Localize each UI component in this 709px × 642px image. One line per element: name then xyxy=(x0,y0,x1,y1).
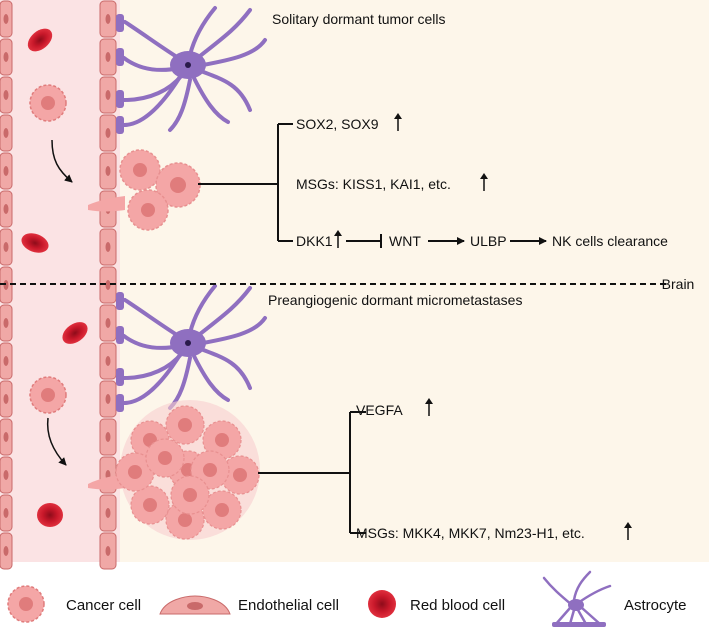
up-arrow-icon xyxy=(334,230,342,248)
up-arrow-icon xyxy=(394,113,402,131)
endothelial-nucleus xyxy=(3,128,9,138)
vessel-wall-left xyxy=(0,0,13,570)
endothelial-nucleus xyxy=(105,128,111,138)
cancer-cell-nucleus xyxy=(215,503,229,517)
cancer-cell-nucleus xyxy=(203,463,217,477)
cancer-cell-nucleus xyxy=(183,488,197,502)
top-branch-1-label: SOX2, SOX9 xyxy=(296,116,379,132)
endothelial-nucleus xyxy=(105,52,111,62)
endothelial-nucleus xyxy=(3,508,9,518)
endothelial-nucleus xyxy=(3,242,9,252)
endothelial-nucleus xyxy=(105,394,111,404)
endothelial-cell-icon xyxy=(159,595,231,615)
pathway-wnt: WNT xyxy=(389,233,421,249)
cancer-cell-nucleus xyxy=(128,465,142,479)
endothelial-nucleus xyxy=(3,204,9,214)
endothelial-nucleus xyxy=(105,14,111,24)
endothelial-nucleus xyxy=(3,394,9,404)
endothelial-nucleus xyxy=(3,166,9,176)
endothelial-nucleus xyxy=(3,432,9,442)
endothelial-nucleus xyxy=(105,356,111,366)
endothelial-nucleus xyxy=(105,432,111,442)
legend: Cancer cell Endothelial cell Red blood c… xyxy=(7,570,687,627)
pathway-ulbp: ULBP xyxy=(470,233,507,249)
cancer-cell-nucleus xyxy=(178,418,192,432)
cancer-cell-nucleus xyxy=(215,433,229,447)
bottom-branch-1-label: VEGFA xyxy=(356,402,403,418)
cancer-cell-nucleus xyxy=(178,513,192,527)
cancer-cell-nucleus xyxy=(143,498,157,512)
migration-arrow-top xyxy=(51,139,73,183)
pathway-dkk1: DKK1 xyxy=(296,233,333,249)
legend-label-astrocyte: Astrocyte xyxy=(624,597,687,614)
endothelial-nucleus xyxy=(3,318,9,328)
cancer-cell-nucleus xyxy=(158,451,172,465)
circulating-cancer-cells xyxy=(29,84,67,414)
endothelial-nucleus xyxy=(105,546,111,556)
astrocyte-bottom xyxy=(122,284,267,410)
brain-label: Brain xyxy=(662,276,695,292)
top-branch-2-label: MSGs: KISS1, KAI1, etc. xyxy=(296,176,451,192)
cancer-cell-icon xyxy=(7,585,45,623)
endothelial-nucleus xyxy=(3,356,9,366)
endothelial-nucleus xyxy=(105,242,111,252)
cancer-cell-nucleus xyxy=(233,468,247,482)
astrocyte-endfeet-bottom xyxy=(116,292,124,412)
endothelial-nucleus xyxy=(3,546,9,556)
astrocyte-top xyxy=(122,6,267,132)
up-arrow-icon xyxy=(425,398,433,416)
endothelial-nucleus xyxy=(3,470,9,480)
endothelial-nucleus xyxy=(3,14,9,24)
bottom-branch-2-label: MSGs: MKK4, MKK7, Nm23-H1, etc. xyxy=(356,525,585,541)
top-panel-title: Solitary dormant tumor cells xyxy=(272,11,446,27)
endothelial-nucleus xyxy=(105,90,111,100)
legend-label-cancer-cell: Cancer cell xyxy=(66,597,141,614)
bottom-panel-connectors xyxy=(258,411,366,534)
endothelial-nucleus xyxy=(105,318,111,328)
migration-arrow-bottom xyxy=(46,417,67,466)
astrocyte-icon xyxy=(542,570,612,627)
legend-label-red-blood-cell: Red blood cell xyxy=(410,597,505,614)
astrocyte-endfeet-top xyxy=(116,14,124,134)
red-blood-cells xyxy=(21,28,88,527)
red-blood-cell-icon xyxy=(368,590,396,618)
endothelial-nucleus xyxy=(105,280,111,290)
bottom-panel-title: Preangiogenic dormant micrometastases xyxy=(268,292,522,308)
micrometastasis-cells xyxy=(115,405,260,540)
endothelial-nucleus xyxy=(105,508,111,518)
inhibition-arrow xyxy=(346,234,382,248)
endothelial-nucleus xyxy=(3,90,9,100)
top-panel-connectors xyxy=(198,123,293,242)
endothelial-nucleus xyxy=(105,166,111,176)
legend-label-endothelial-cell: Endothelial cell xyxy=(238,597,339,614)
pathway-nk-clearance: NK cells clearance xyxy=(552,233,668,249)
up-arrow-icon xyxy=(480,173,488,191)
endothelial-nucleus xyxy=(3,52,9,62)
up-arrow-icon xyxy=(624,522,632,540)
